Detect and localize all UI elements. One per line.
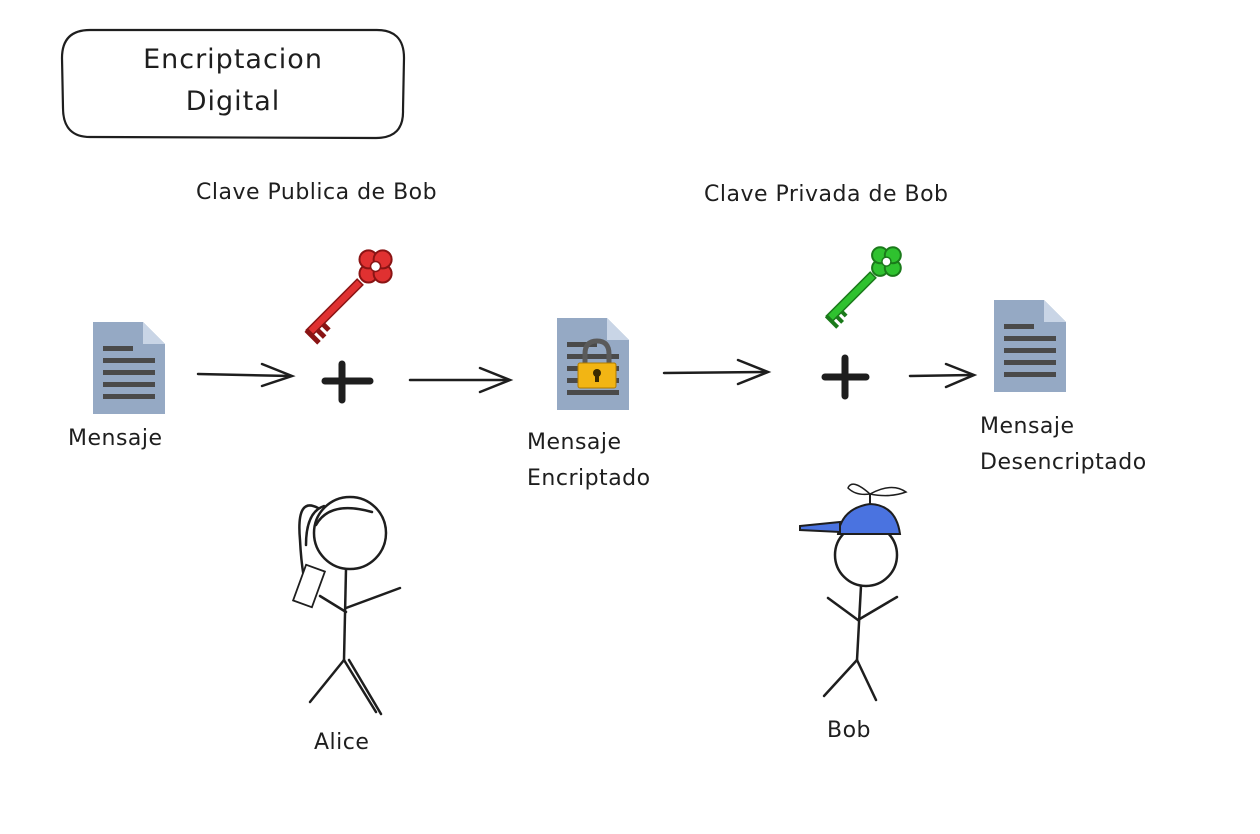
arrow-1 <box>196 362 296 388</box>
phone-icon <box>291 563 327 609</box>
bob-label: Bob <box>827 718 872 743</box>
decrypted-document-icon <box>994 300 1066 392</box>
original-message-label: Mensaje <box>68 426 163 451</box>
propeller-cap-icon <box>799 483 908 535</box>
bob-figure <box>822 522 899 702</box>
diagram-title: Encriptacion Digital <box>62 28 404 138</box>
arrow-2 <box>408 366 514 394</box>
plus-icon-2 <box>821 354 870 400</box>
plus-icon-1 <box>321 360 374 404</box>
decrypted-message-label-1: Mensaje <box>980 414 1075 439</box>
encrypted-message-label-1: Mensaje <box>527 430 622 455</box>
title-line-1: Encriptacion <box>143 44 323 75</box>
encrypted-message-label-2: Encriptado <box>527 466 651 491</box>
public-key-icon <box>304 249 393 345</box>
title-box-border <box>60 28 406 140</box>
arrow-4 <box>908 362 978 389</box>
arrow-3 <box>662 358 772 386</box>
document-icon <box>93 322 165 414</box>
decrypted-message-label-2: Desencriptado <box>980 450 1147 475</box>
public-key-label: Clave Publica de Bob <box>196 180 438 205</box>
lock-icon <box>577 338 617 389</box>
title-line-2: Digital <box>185 86 281 117</box>
private-key-icon <box>824 246 902 329</box>
alice-figure <box>298 495 402 716</box>
private-key-label: Clave Privada de Bob <box>704 182 949 207</box>
alice-label: Alice <box>314 730 370 755</box>
